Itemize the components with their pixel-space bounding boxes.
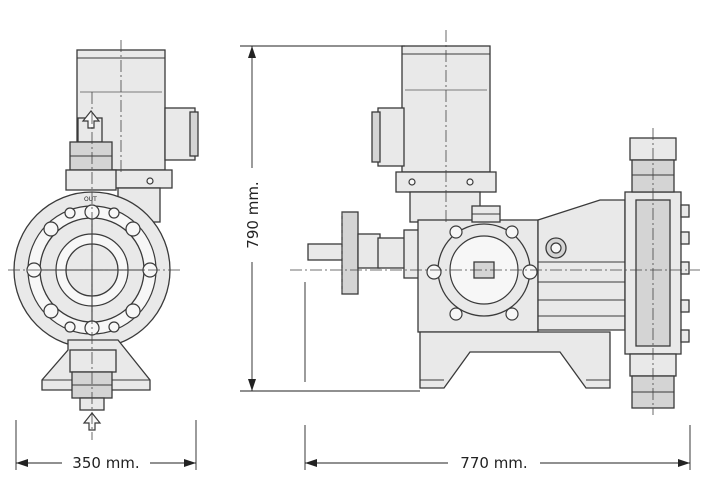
side-gearbox: [417, 205, 539, 333]
dimension-width-front: 350 mm.: [15, 420, 197, 472]
height-label: 790 mm.: [244, 181, 262, 248]
front-outlet-fitting: [65, 117, 117, 191]
outlet-flow-arrow: [81, 110, 101, 129]
front-inlet-fitting: [69, 349, 117, 411]
front-view: OUT IN: [8, 40, 199, 440]
stroke-adjuster: [307, 211, 423, 295]
side-pump-head: [624, 137, 690, 409]
outlet-port-label: OUT: [84, 196, 97, 203]
dimension-height: 790 mm.: [240, 45, 420, 392]
width-front-label: 350 mm.: [72, 454, 139, 472]
side-drive-housing: [537, 199, 626, 331]
side-view: [290, 30, 700, 415]
dimension-width-side: 770 mm.: [304, 282, 691, 472]
side-base: [419, 331, 611, 389]
width-side-label: 770 mm.: [460, 454, 527, 472]
side-motor: [371, 45, 497, 223]
